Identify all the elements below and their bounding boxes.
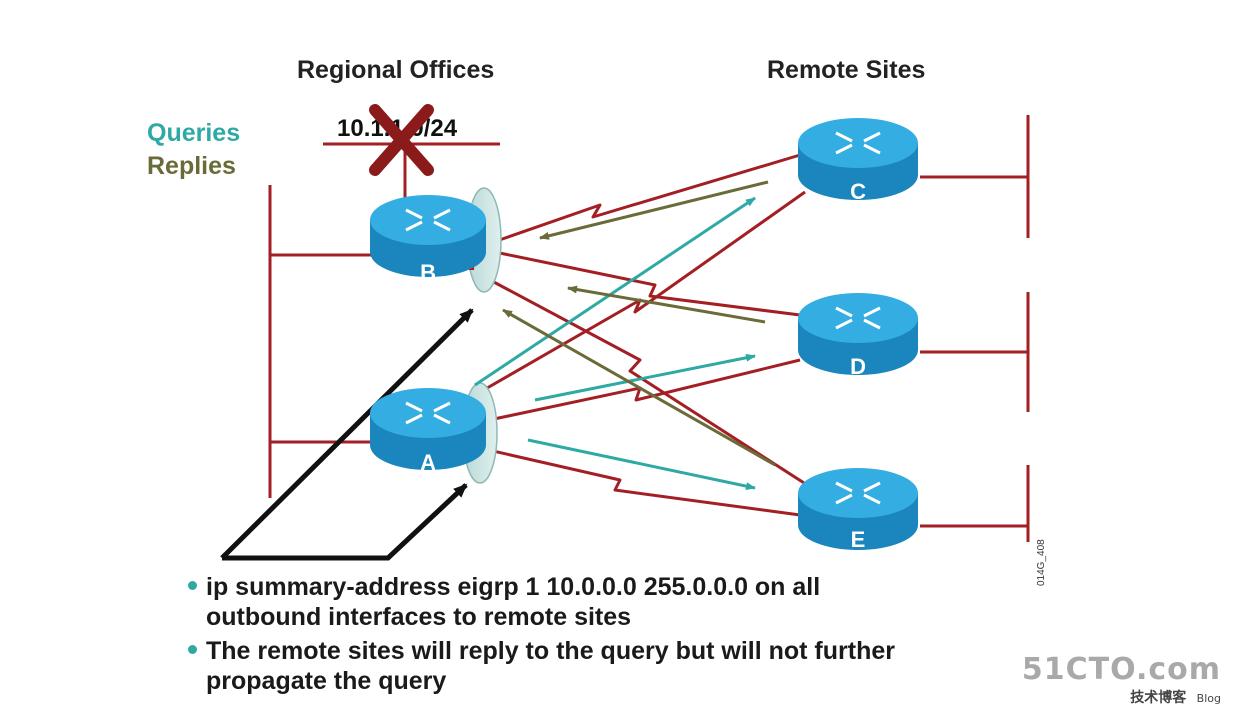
router-e-icon (835, 481, 881, 505)
bullet-dot-icon (188, 645, 197, 654)
watermark-tagline: 技术博客 (1130, 690, 1187, 706)
router-c-icon (835, 131, 881, 155)
router-b-icon (405, 208, 451, 232)
wan-links (474, 153, 816, 517)
router-e-label: E (851, 527, 866, 552)
note-summary-text: ip summary-address eigrp 1 10.0.0.0 255.… (206, 573, 821, 631)
router-d[interactable]: D (798, 293, 918, 379)
failure-x-icon (369, 104, 434, 176)
router-b-label: B (420, 260, 436, 285)
router-d-icon (835, 306, 881, 330)
reply-arrows (502, 180, 776, 467)
router-d-label: D (850, 354, 866, 379)
watermark-site: 51CTO.com (1021, 652, 1221, 687)
remote-sites-heading: Remote Sites (767, 56, 926, 84)
annotation-arrows (220, 308, 474, 561)
note-remote-reply: The remote sites will reply to the query… (188, 636, 908, 696)
note-summary-command: ip summary-address eigrp 1 10.0.0.0 255.… (188, 572, 908, 632)
legend-replies: Replies (147, 152, 236, 180)
remote-lans (920, 115, 1030, 542)
watermark-logo: 51CTO.com 技术博客 Blog (1022, 652, 1221, 707)
router-c-label: C (850, 179, 866, 204)
router-e[interactable]: E (798, 468, 918, 552)
figure-id: 014G_408 (1036, 539, 1047, 586)
regional-lan (268, 185, 372, 498)
note-remote-text: The remote sites will reply to the query… (206, 637, 895, 695)
router-a-label: A (420, 450, 436, 475)
router-a-icon (405, 401, 451, 425)
legend-queries: Queries (147, 119, 241, 147)
watermark-blog: Blog (1196, 692, 1221, 705)
router-b[interactable]: B (370, 195, 486, 285)
regional-offices-heading: Regional Offices (297, 56, 495, 84)
query-arrows (474, 196, 756, 491)
router-c[interactable]: C (798, 118, 918, 204)
bullet-dot-icon (188, 581, 197, 590)
router-a[interactable]: A (370, 388, 486, 475)
notes: ip summary-address eigrp 1 10.0.0.0 255.… (188, 572, 908, 700)
